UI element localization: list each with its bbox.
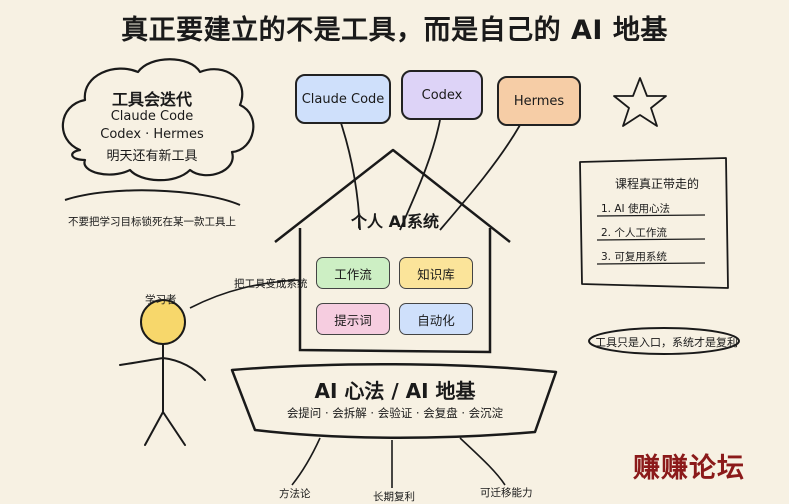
base-title: AI 心法 / AI 地基 (314, 379, 476, 403)
card-item: 3. 可复用系统 (601, 251, 667, 263)
cloud-line: 明天还有新工具 (106, 149, 198, 164)
learner-arrow (189, 279, 301, 309)
module-label: 工作流 (334, 266, 372, 282)
root-label: 长期复利 (373, 491, 415, 503)
module-automation: 自动化 (399, 303, 473, 335)
card-underline-1 (596, 214, 706, 217)
page-title: 真正要建立的不是工具，而是自己的 AI 地基 (121, 15, 668, 46)
learner-label: 学习者 (145, 294, 177, 306)
card-item: 2. 个人工作流 (601, 227, 667, 239)
cloud-line: Claude Code (110, 109, 194, 124)
learner-body (119, 343, 206, 446)
card-item: 1. AI 使用心法 (601, 203, 670, 215)
tool-label: Hermes (513, 93, 565, 109)
tool-box-hermes: Hermes (497, 76, 581, 126)
base-shape (230, 362, 558, 440)
entry-note: 工具只是入口，系统才是复利 (595, 336, 738, 349)
card-underline-2 (596, 238, 706, 241)
module-knowledge-base: 知识库 (399, 257, 473, 289)
star-icon (613, 77, 667, 127)
cloud-title: 工具会迭代 (111, 90, 192, 109)
tool-connector-2 (399, 119, 441, 231)
tool-label: Claude Code (301, 91, 385, 107)
house-title: 个人 AI系统 (351, 212, 439, 231)
card-shape (579, 157, 729, 289)
base-subtitle: 会提问 · 会拆解 · 会验证 · 会复盘 · 会沉淀 (286, 406, 504, 420)
root-label: 可迁移能力 (480, 487, 533, 499)
module-label: 知识库 (417, 266, 455, 282)
cloud-line: Codex · Hermes (100, 127, 204, 142)
cloud-swoosh (64, 189, 241, 206)
module-prompts: 提示词 (316, 303, 390, 335)
module-workflow: 工作流 (316, 257, 390, 289)
entry-note-oval (588, 327, 740, 355)
tool-label: Codex (421, 87, 463, 103)
card-underline-3 (596, 262, 706, 265)
module-label: 提示词 (334, 312, 372, 328)
watermark-text: 赚赚论坛 (633, 453, 745, 484)
tool-box-codex: Codex (401, 70, 483, 120)
cloud-shape (61, 58, 255, 182)
tool-connector-1 (339, 119, 361, 231)
cloud-note: 不要把学习目标锁死在某一款工具上 (68, 216, 236, 228)
card-title: 课程真正带走的 (614, 177, 699, 191)
root-3 (459, 437, 506, 486)
root-label: 方法论 (279, 488, 311, 500)
learner-arrow-label: 把工具变成系统 (234, 278, 308, 290)
tool-connector-3 (439, 124, 521, 231)
module-label: 自动化 (417, 312, 455, 328)
house-roof (274, 148, 511, 243)
tool-box-claude-code: Claude Code (295, 74, 391, 124)
root-1 (291, 437, 321, 486)
house-body (298, 228, 492, 354)
